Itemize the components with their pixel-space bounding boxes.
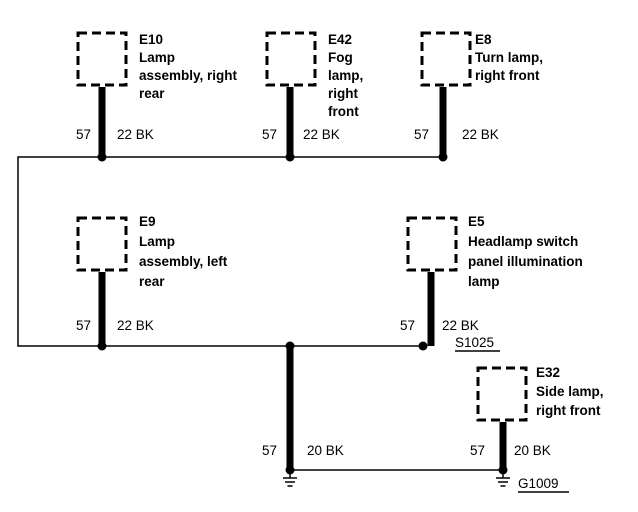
- ground-label: G1009: [518, 476, 559, 491]
- junction-e9: [97, 341, 107, 351]
- component-e9: E9 Lamp assembly, left rear 57 22 BK: [76, 214, 228, 351]
- e32-desc-2: right front: [536, 403, 601, 418]
- e10-id: E10: [139, 32, 163, 47]
- e9-desc-2: assembly, left: [139, 254, 228, 269]
- component-e5: E5 Headlamp switch panel illumination la…: [400, 214, 583, 352]
- upper-bus-wire: [17, 156, 443, 347]
- lamp-e5-box: [406, 216, 458, 272]
- e9-gauge: 22 BK: [117, 318, 154, 333]
- e10-desc-2: assembly, right: [139, 68, 238, 83]
- e42-desc-1: Fog: [328, 50, 353, 65]
- e10-circuit: 57: [76, 127, 91, 142]
- e9-id: E9: [139, 214, 156, 229]
- e10-desc-1: Lamp: [139, 50, 175, 65]
- e5-desc-3: lamp: [468, 274, 500, 289]
- component-e42: E42 Fog lamp, right front 57 22 BK: [262, 31, 363, 162]
- splice-s1025: [418, 341, 428, 351]
- lamp-e32-box: [476, 366, 528, 422]
- e10-desc-3: rear: [139, 86, 165, 101]
- junction-e8: [438, 152, 448, 162]
- component-e32: E32 Side lamp, right front 57 20 BK G100…: [470, 365, 604, 493]
- e42-gauge: 22 BK: [303, 127, 340, 142]
- lamp-e42-box: [265, 31, 317, 87]
- e9-desc-1: Lamp: [139, 234, 175, 249]
- e42-desc-3: right: [328, 86, 358, 101]
- ground-symbol-icon: [496, 470, 510, 487]
- lamp-e9-box: [76, 216, 128, 272]
- e5-circuit: 57: [400, 318, 415, 333]
- e8-gauge: 22 BK: [462, 127, 499, 142]
- ground-branch-left: 57 20 BK: [262, 341, 344, 487]
- lamp-e10-box: [76, 31, 128, 87]
- e42-desc-2: lamp,: [328, 68, 363, 83]
- e8-desc-2: right front: [475, 68, 540, 83]
- e9-desc-3: rear: [139, 274, 165, 289]
- lamp-e8-box: [420, 31, 472, 87]
- e5-desc-2: panel illumination: [468, 254, 583, 269]
- junction-e42: [285, 152, 295, 162]
- e42-desc-4: front: [328, 104, 359, 119]
- e9-circuit: 57: [76, 318, 91, 333]
- e10-gauge: 22 BK: [117, 127, 154, 142]
- e5-id: E5: [468, 214, 485, 229]
- component-e10: E10 Lamp assembly, right rear 57 22 BK: [76, 31, 238, 162]
- e5-gauge: 22 BK: [442, 318, 479, 333]
- ground-symbol-icon: [283, 470, 297, 487]
- e32-circuit: 57: [470, 443, 485, 458]
- splice-label: S1025: [455, 335, 494, 350]
- component-e8: E8 Turn lamp, right front 57 22 BK: [414, 31, 543, 162]
- e32-desc-1: Side lamp,: [536, 384, 604, 399]
- junction-e10: [97, 152, 107, 162]
- e42-circuit: 57: [262, 127, 277, 142]
- e32-gauge: 20 BK: [514, 443, 551, 458]
- ground-left-circuit: 57: [262, 443, 277, 458]
- e8-circuit: 57: [414, 127, 429, 142]
- e8-id: E8: [475, 32, 492, 47]
- e5-desc-1: Headlamp switch: [468, 234, 578, 249]
- e32-id: E32: [536, 365, 560, 380]
- ground-left-gauge: 20 BK: [307, 443, 344, 458]
- e8-desc-1: Turn lamp,: [475, 50, 543, 65]
- e42-id: E42: [328, 32, 352, 47]
